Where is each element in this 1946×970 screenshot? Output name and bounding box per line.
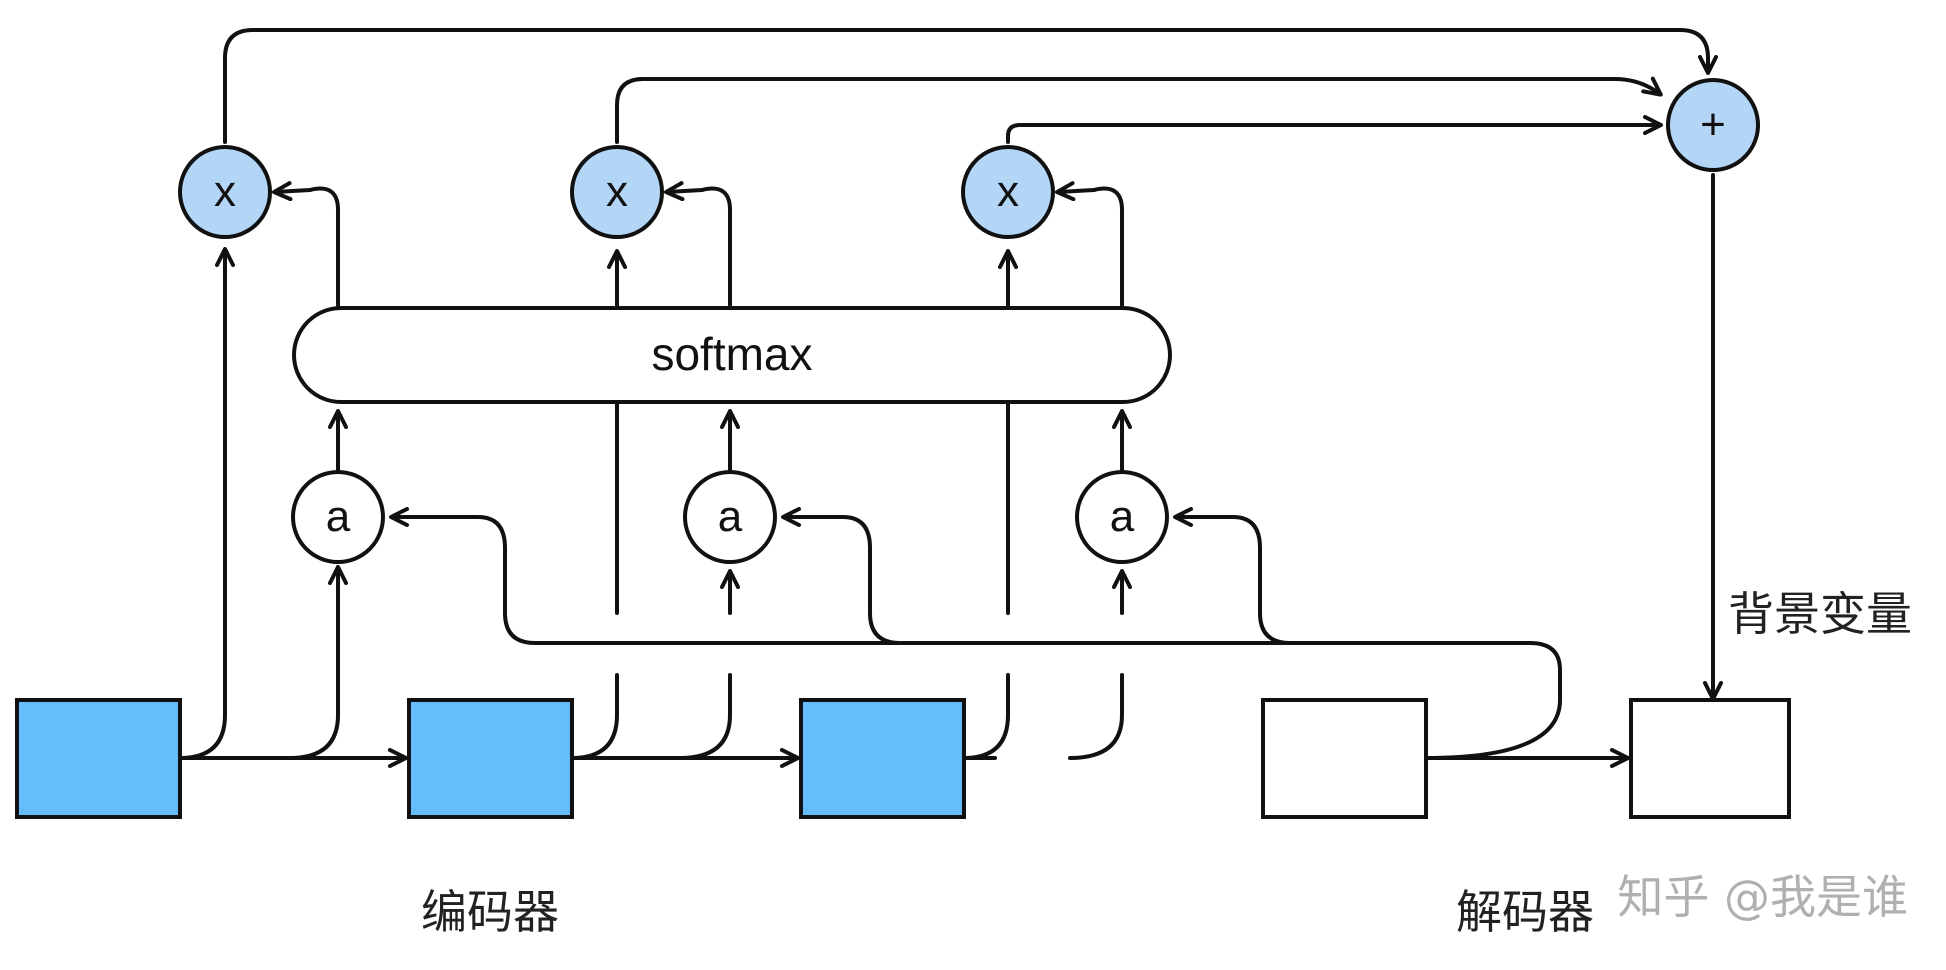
softmax-to-multiply3-wire xyxy=(1055,181,1124,307)
softmax-block: softmax xyxy=(292,306,1172,404)
softmax-to-multiply1-wire xyxy=(272,181,340,307)
context-vector-label: 背景变量 xyxy=(1728,587,1912,641)
encoder-states xyxy=(15,698,966,819)
encoder-label: 编码器 xyxy=(421,885,559,939)
encoder-state-1 xyxy=(15,698,182,819)
multiply-nodes: x x x xyxy=(178,145,1055,239)
score-node-label: a xyxy=(718,492,743,541)
enc1-to-multiply-wire xyxy=(178,247,235,760)
score-node-label: a xyxy=(326,492,351,541)
multiply-node-label: x xyxy=(606,167,628,216)
sum-node: + xyxy=(1666,78,1760,172)
watermark-text: 知乎 @我是谁 xyxy=(1617,870,1908,924)
multiply1-to-sum-wire xyxy=(223,28,1718,144)
encoder-state-2 xyxy=(407,698,574,819)
decoder-states xyxy=(1261,698,1791,819)
multiply-node-circle xyxy=(570,145,664,239)
score-node-circle xyxy=(1075,470,1169,564)
sum-node-label: + xyxy=(1700,100,1726,149)
enc2-to-multiply-lower-wire xyxy=(570,673,619,760)
score-node-label: a xyxy=(1110,492,1135,541)
wires xyxy=(178,28,1723,768)
multiply-node-label: x xyxy=(997,167,1019,216)
multiply-node-label: x xyxy=(214,167,236,216)
encoder-state-3 xyxy=(799,698,966,819)
score-node-2: a xyxy=(683,470,777,564)
score-node-circle xyxy=(683,470,777,564)
enc2-to-score-lower-wire xyxy=(678,673,732,760)
softmax-label: softmax xyxy=(651,328,812,380)
score-nodes: a a a xyxy=(291,470,1169,564)
decoder-state-to-score3-wire xyxy=(1173,507,1292,645)
score-node-circle xyxy=(291,470,385,564)
multiply-node-3: x xyxy=(961,145,1055,239)
multiply3-to-sum-wire xyxy=(1006,115,1663,144)
decoder-state-1 xyxy=(1261,698,1428,819)
enc1-to-score-wire xyxy=(288,565,348,760)
enc3-to-score-lower-wire xyxy=(1068,673,1124,760)
multiply2-to-sum-wire xyxy=(615,76,1663,144)
multiply-node-1: x xyxy=(178,145,272,239)
decoder-state-to-score2-wire xyxy=(781,507,902,645)
decoder-state-to-scores-wire xyxy=(389,507,1562,760)
enc3-to-multiply-lower-wire xyxy=(962,673,1010,760)
multiply-node-2: x xyxy=(570,145,664,239)
multiply-node-circle xyxy=(961,145,1055,239)
decoder-state-2 xyxy=(1629,698,1791,819)
softmax-to-multiply2-wire xyxy=(664,181,732,307)
score-node-3: a xyxy=(1075,470,1169,564)
sum-node-circle xyxy=(1666,78,1760,172)
multiply-node-circle xyxy=(178,145,272,239)
decoder-label: 解码器 xyxy=(1456,885,1594,939)
softmax-box xyxy=(292,306,1172,404)
score-node-1: a xyxy=(291,470,385,564)
